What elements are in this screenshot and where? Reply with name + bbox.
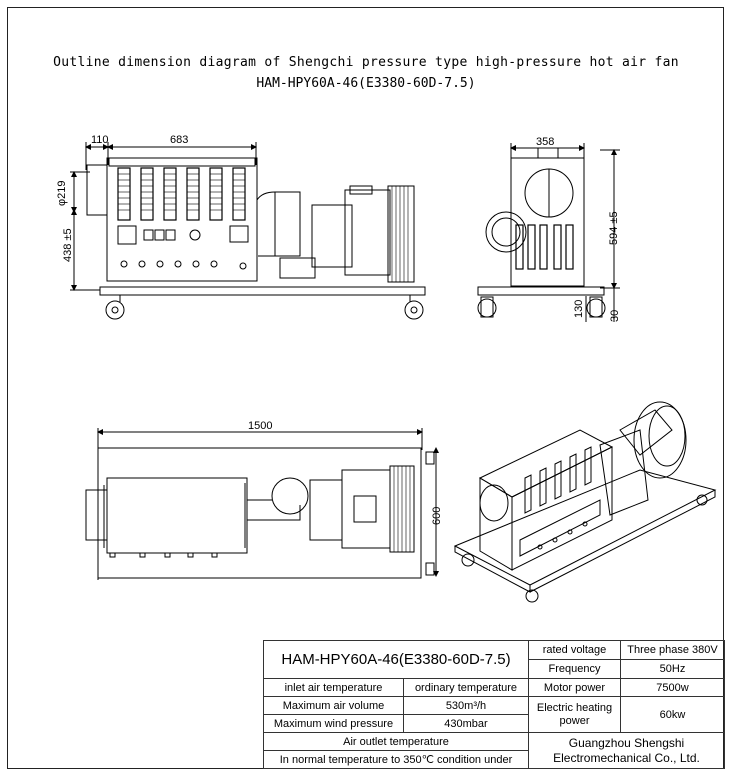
spec-frequency-value: 50Hz: [620, 659, 725, 679]
dim-front-110: 110: [91, 134, 109, 146]
spec-table: HAM-HPY60A-46(E3380-60D-7.5) rated volta…: [263, 640, 725, 769]
spec-model: HAM-HPY60A-46(E3380-60D-7.5): [263, 640, 529, 679]
diagram-title: Outline dimension diagram of Shengchi pr…: [53, 55, 679, 70]
dim-front-height: 438 ±5: [62, 228, 74, 262]
top-view: [85, 428, 439, 580]
dim-front-683: 683: [170, 134, 188, 146]
dim-side-30: 30: [609, 310, 621, 322]
dim-front-dia: φ219: [56, 181, 68, 207]
drawing-frame: [7, 7, 724, 769]
spec-inlet-temp-label: inlet air temperature: [263, 678, 404, 697]
dim-top-1500: 1500: [248, 420, 272, 432]
spec-motor-power-label: Motor power: [528, 678, 621, 697]
spec-inlet-temp-value: ordinary temperature: [403, 678, 529, 697]
spec-outlet-temp-label: Air outlet temperature: [263, 732, 529, 751]
spec-outlet-temp-value: In normal temperature to 350℃ condition …: [263, 750, 529, 769]
dim-side-130: 130: [573, 300, 585, 318]
diagram-model: HAM-HPY60A-46(E3380-60D-7.5): [256, 76, 476, 91]
spec-company: Guangzhou Shengshi Electromechanical Co.…: [528, 732, 725, 769]
spec-frequency-label: Frequency: [528, 659, 621, 679]
spec-max-wind-pressure-label: Maximum wind pressure: [263, 714, 404, 733]
spec-motor-power-value: 7500w: [620, 678, 725, 697]
dim-top-600: 600: [431, 507, 443, 525]
spec-heating-power-value: 60kw: [620, 696, 725, 733]
spec-max-wind-pressure-value: 430mbar: [403, 714, 529, 733]
isometric-view: [453, 401, 717, 603]
side-view: [477, 143, 620, 322]
dim-side-358: 358: [536, 136, 554, 148]
spec-heating-power-label: Electric heating power: [528, 696, 621, 733]
front-view: [70, 142, 426, 320]
spec-max-air-volume-value: 530m³/h: [403, 696, 529, 715]
spec-rated-voltage-value: Three phase 380V: [620, 640, 725, 660]
spec-max-air-volume-label: Maximum air volume: [263, 696, 404, 715]
dim-side-594: 594 ±5: [608, 211, 620, 245]
spec-rated-voltage-label: rated voltage: [528, 640, 621, 660]
